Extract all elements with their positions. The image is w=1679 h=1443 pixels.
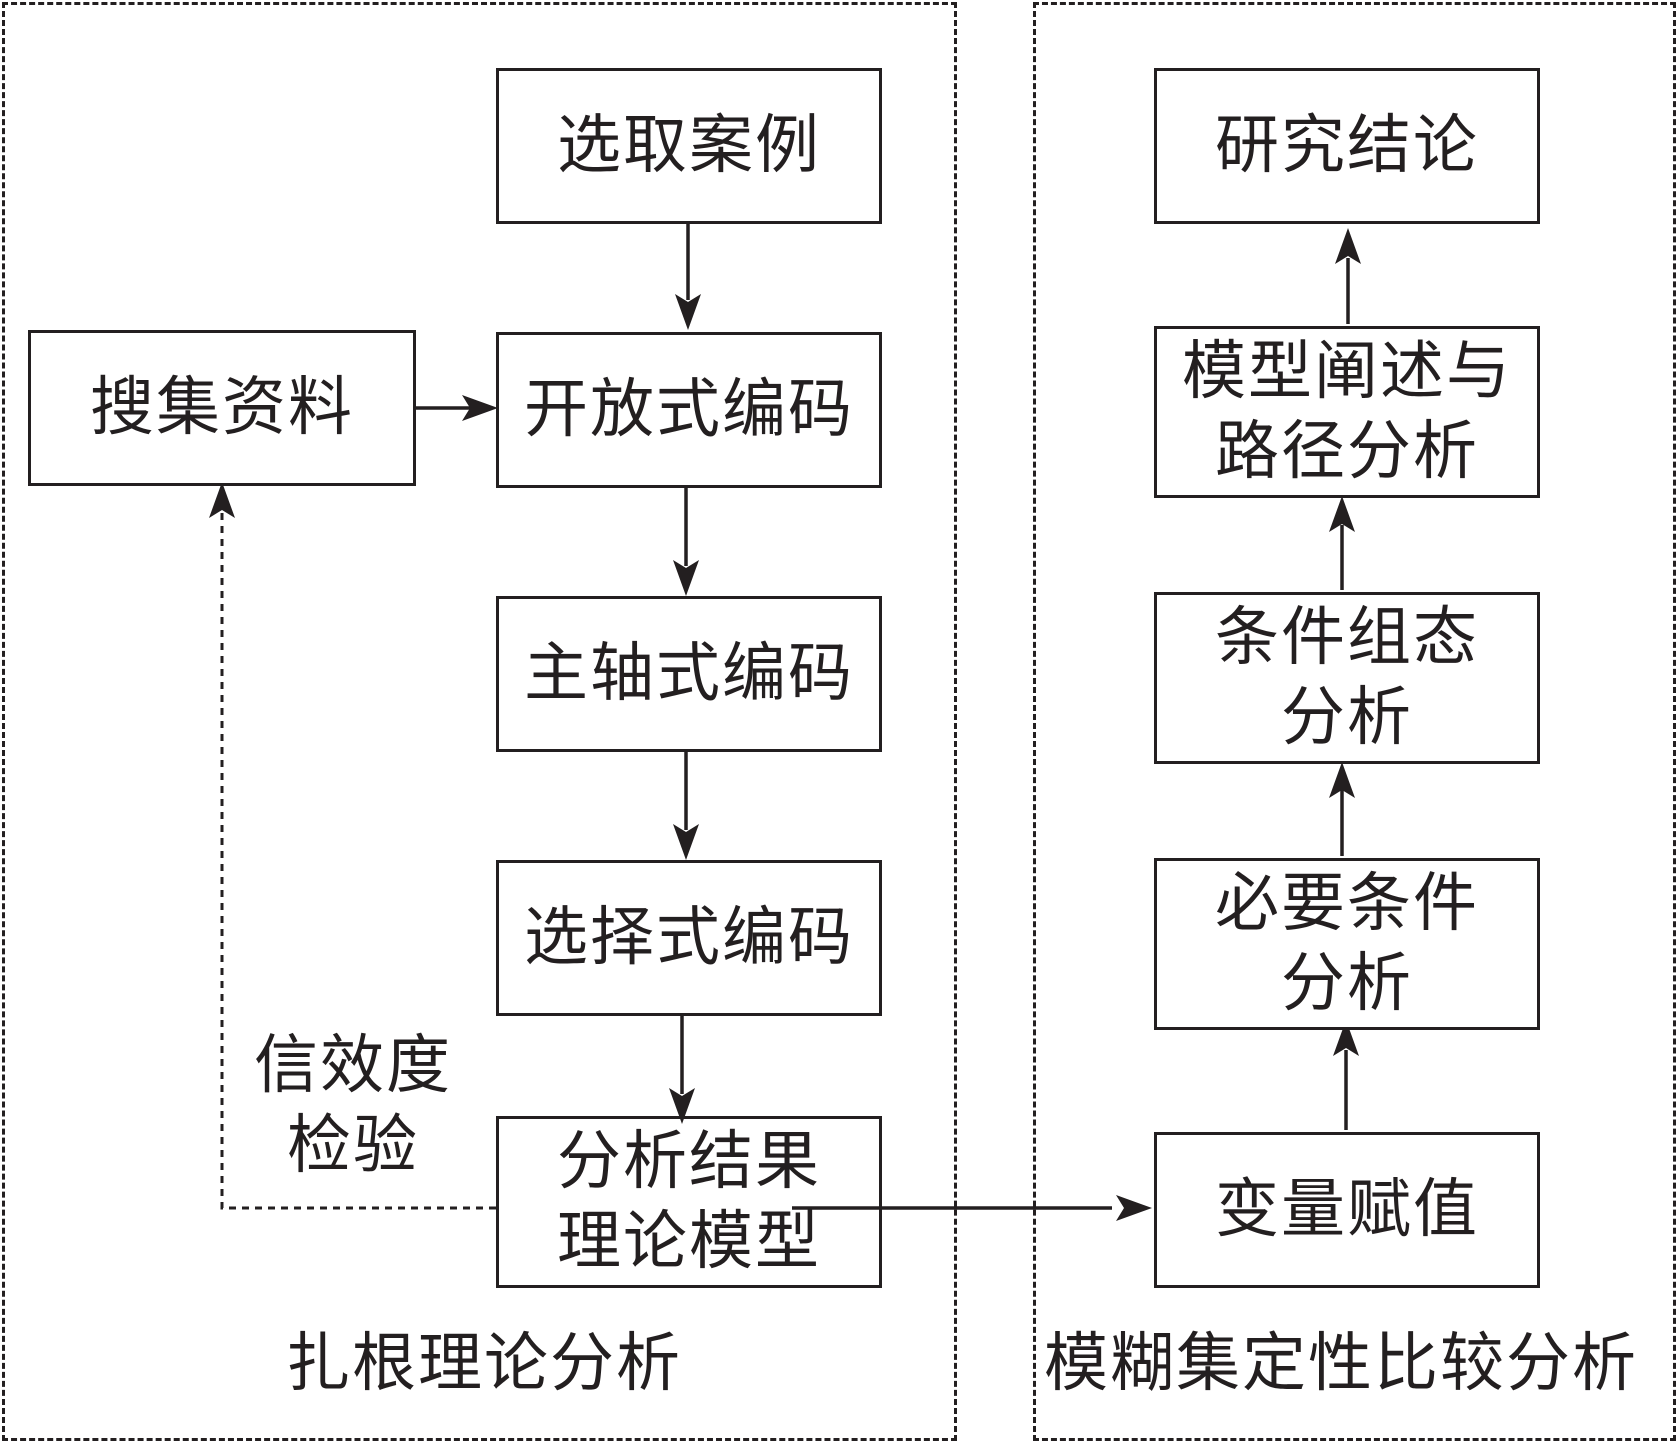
- box-selective-coding: 选择式编码: [496, 860, 882, 1016]
- box-necessary-condition: 必要条件 分析: [1154, 858, 1540, 1030]
- box-variable-assignment: 变量赋值: [1154, 1132, 1540, 1288]
- box-configuration-label: 条件组态 分析: [1215, 601, 1479, 755]
- box-necessary-condition-label: 必要条件 分析: [1215, 867, 1479, 1021]
- box-open-coding-label: 开放式编码: [524, 373, 854, 447]
- arrowhead-selective-to-result: [669, 1088, 695, 1124]
- feedback-dashed-line: [220, 505, 496, 1210]
- box-model-path-label: 模型阐述与 路径分析: [1182, 335, 1512, 489]
- box-select-case-label: 选取案例: [557, 109, 821, 183]
- box-variable-assignment-label: 变量赋值: [1215, 1173, 1479, 1247]
- arrowhead-model-to-conclusion: [1335, 228, 1361, 264]
- arrowhead-feedback: [209, 482, 235, 518]
- box-collect-data-label: 搜集资料: [90, 371, 354, 445]
- box-conclusion: 研究结论: [1154, 68, 1540, 224]
- box-axial-coding-label: 主轴式编码: [524, 637, 854, 711]
- box-open-coding: 开放式编码: [496, 332, 882, 488]
- arrowhead-axial-to-selective: [673, 824, 699, 860]
- box-selective-coding-label: 选择式编码: [524, 901, 854, 975]
- box-conclusion-label: 研究结论: [1215, 109, 1479, 183]
- arrowhead-collect-to-open: [462, 395, 498, 421]
- arrowhead-open-to-axial: [673, 560, 699, 596]
- box-select-case: 选取案例: [496, 68, 882, 224]
- box-collect-data: 搜集资料: [28, 330, 416, 486]
- box-model-path: 模型阐述与 路径分析: [1154, 326, 1540, 498]
- region-grounded-theory: [2, 2, 957, 1441]
- box-result-model: 分析结果 理论模型: [496, 1116, 882, 1288]
- region-fsqca: [1033, 2, 1676, 1441]
- arrowhead-necessary-to-configuration: [1329, 762, 1355, 798]
- feedback-label: 信效度 检验: [254, 1029, 452, 1183]
- arrowhead-configuration-to-model: [1329, 496, 1355, 532]
- box-result-model-label: 分析结果 理论模型: [557, 1125, 821, 1279]
- arrowhead-case-to-open: [675, 294, 701, 330]
- box-configuration: 条件组态 分析: [1154, 592, 1540, 764]
- region-grounded-title: 扎根理论分析: [286, 1327, 682, 1401]
- box-axial-coding: 主轴式编码: [496, 596, 882, 752]
- region-fsqca-title: 模糊集定性比较分析: [1044, 1327, 1638, 1401]
- arrowhead-variable-to-necessary: [1333, 1020, 1359, 1056]
- arrowhead-result-to-variable: [1116, 1195, 1152, 1221]
